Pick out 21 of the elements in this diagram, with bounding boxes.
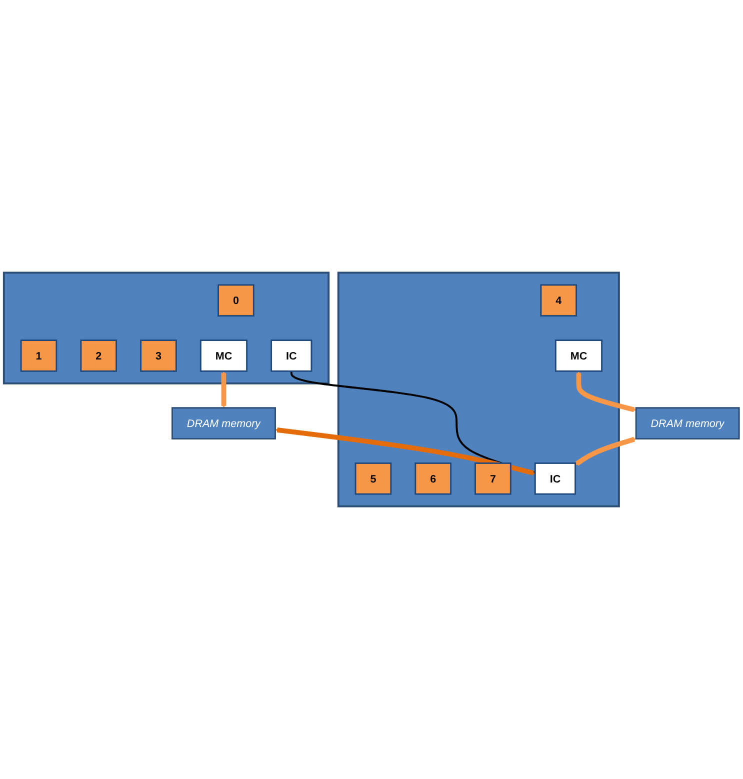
node-box: 5 xyxy=(354,462,392,495)
node-box: 3 xyxy=(140,340,177,372)
node-box: IC xyxy=(270,340,312,372)
node-box: 6 xyxy=(414,462,452,495)
arrow xyxy=(576,371,636,412)
node-box: 1 xyxy=(20,340,58,372)
node-box: DRAM memory xyxy=(172,407,276,440)
node-box: 2 xyxy=(80,340,118,372)
cluster xyxy=(337,272,620,508)
node-box: MC xyxy=(200,340,248,372)
node-box: 0 xyxy=(218,284,254,317)
arrow xyxy=(275,428,536,476)
node-box: 4 xyxy=(540,284,578,317)
node-box: 7 xyxy=(474,462,512,495)
node-box: DRAM memory xyxy=(635,407,740,440)
node-box: IC xyxy=(534,462,576,495)
connector xyxy=(290,371,536,474)
cluster xyxy=(2,272,330,384)
arrow xyxy=(575,436,636,466)
node-box: MC xyxy=(554,340,603,372)
arrow xyxy=(221,371,226,408)
